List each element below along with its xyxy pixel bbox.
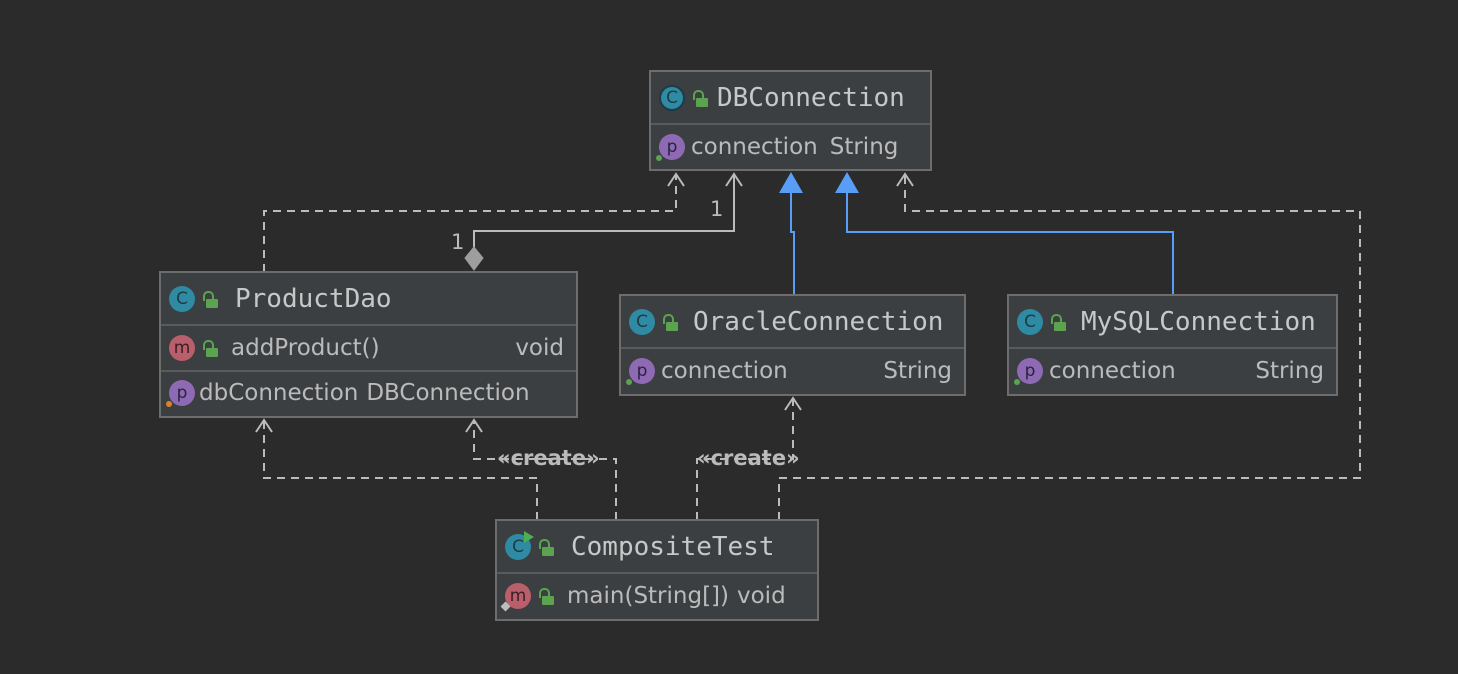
class-oracleconnection[interactable]: C OracleConnection p connection String (619, 294, 966, 396)
public-lock-icon (203, 290, 219, 308)
property-icon: p (626, 358, 655, 385)
method-row: m addProduct() void (161, 326, 576, 370)
field-type: String (1255, 358, 1324, 384)
field-type: String (883, 358, 952, 384)
field-name: connection (661, 358, 788, 384)
class-title: ProductDao (235, 283, 392, 314)
create-label-oracleconnection: «create» (697, 446, 800, 470)
public-dot-icon (1014, 379, 1020, 385)
class-title: DBConnection (717, 82, 905, 113)
runnable-class-icon: C (505, 530, 534, 560)
create-compositetest-oracleconnection (696, 398, 794, 520)
create-compositetest-productdao (473, 420, 617, 520)
field-name: connection (691, 134, 818, 160)
inheritance-mysqlconnection-dbconnection (846, 192, 1174, 295)
dependency-productdao-dbconnection (263, 174, 677, 272)
field-name: connection (1049, 358, 1176, 384)
class-title: OracleConnection (693, 306, 944, 337)
static-method-icon: m (500, 583, 531, 612)
field-name: dbConnection (199, 380, 359, 406)
method-row: m main(String[]) void (497, 574, 817, 618)
method-return-type: void (515, 335, 564, 361)
field-row: p connection String (621, 349, 964, 393)
class-mysqlconnection[interactable]: C MySQLConnection p connection String (1007, 294, 1338, 396)
public-lock-icon (663, 313, 679, 331)
class-title: CompositeTest (571, 531, 775, 562)
class-header: C CompositeTest (497, 521, 817, 574)
dependency-arrowhead-1 (667, 172, 685, 187)
aggregation-productdao-dbconnection (473, 174, 735, 247)
method-return-type: void (737, 583, 786, 609)
property-icon: p (166, 380, 195, 407)
class-header: C ProductDao (161, 273, 576, 326)
method-name: addProduct() (231, 335, 380, 361)
field-row: p connection String (1009, 349, 1336, 393)
public-lock-icon (539, 587, 555, 605)
class-icon: C (169, 285, 195, 312)
public-lock-icon (693, 89, 709, 107)
public-lock-icon (203, 339, 219, 357)
dependency-compositetest-dbconnection (778, 174, 1361, 520)
inheritance-arrowhead-1 (779, 172, 803, 193)
property-icon: p (656, 134, 685, 161)
dependency-arrowhead-4 (465, 418, 483, 433)
aggregation-diamond (464, 246, 484, 271)
property-icon: p (1014, 358, 1043, 385)
multiplicity-label-target: 1 (710, 197, 724, 221)
class-header: C DBConnection (651, 72, 930, 125)
create-label-productdao: «create» (497, 446, 600, 470)
run-icon (524, 530, 534, 543)
class-title: MySQLConnection (1081, 306, 1316, 337)
public-lock-icon (539, 538, 555, 556)
abstract-class-icon: C (659, 84, 685, 111)
private-dot-icon (166, 401, 172, 407)
public-dot-icon (656, 155, 662, 161)
class-header: C OracleConnection (621, 296, 964, 349)
dependency-arrowhead-3 (255, 418, 273, 433)
class-compositetest[interactable]: C CompositeTest m main(String[]) void (495, 519, 819, 621)
class-dbconnection[interactable]: C DBConnection p connection String (649, 70, 932, 171)
aggregation-arrowhead (725, 172, 743, 187)
method-name: main(String[]) (567, 583, 729, 609)
public-dot-icon (626, 379, 632, 385)
field-type: String (829, 134, 899, 160)
class-icon: C (629, 308, 655, 335)
inheritance-oracleconnection-dbconnection (790, 192, 795, 295)
public-lock-icon (1051, 313, 1067, 331)
dependency-arrowhead-2 (896, 172, 914, 187)
class-icon: C (1017, 308, 1043, 335)
field-type: DBConnection (366, 380, 530, 406)
method-icon: m (169, 335, 195, 361)
class-productdao[interactable]: C ProductDao m addProduct() void p dbCon… (159, 271, 578, 418)
field-row: p dbConnection DBConnection (161, 370, 576, 414)
dependency-compositetest-productdao-1 (263, 420, 538, 520)
dependency-arrowhead-5 (784, 396, 802, 411)
multiplicity-label-source: 1 (451, 230, 465, 254)
inheritance-arrowhead-2 (835, 172, 859, 193)
class-header: C MySQLConnection (1009, 296, 1336, 349)
field-row: p connection String (651, 125, 930, 169)
